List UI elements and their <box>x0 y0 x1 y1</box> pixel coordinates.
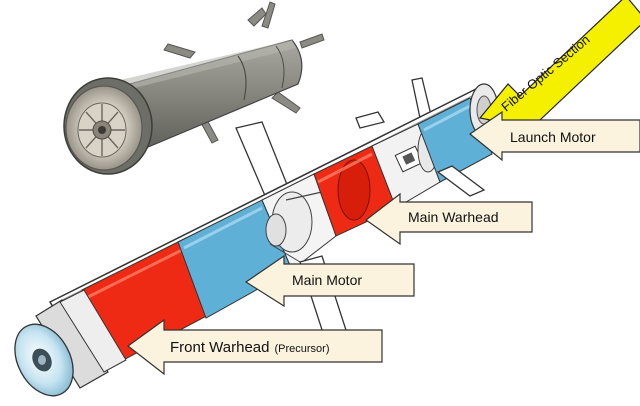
main-warhead-callout: Main Warhead <box>366 194 532 244</box>
front-warhead-label-note: (Precursor) <box>275 343 330 355</box>
missile-rear-view <box>64 2 324 174</box>
launch-motor-callout: Launch Motor <box>470 112 640 160</box>
fiber-optic-callout: Fiber Optic Section <box>480 0 640 132</box>
launch-motor-label: Launch Motor <box>510 129 596 145</box>
front-warhead-label-main: Front Warhead <box>170 339 270 356</box>
main-warhead-label: Main Warhead <box>408 209 499 225</box>
main-motor-label: Main Motor <box>292 272 362 288</box>
